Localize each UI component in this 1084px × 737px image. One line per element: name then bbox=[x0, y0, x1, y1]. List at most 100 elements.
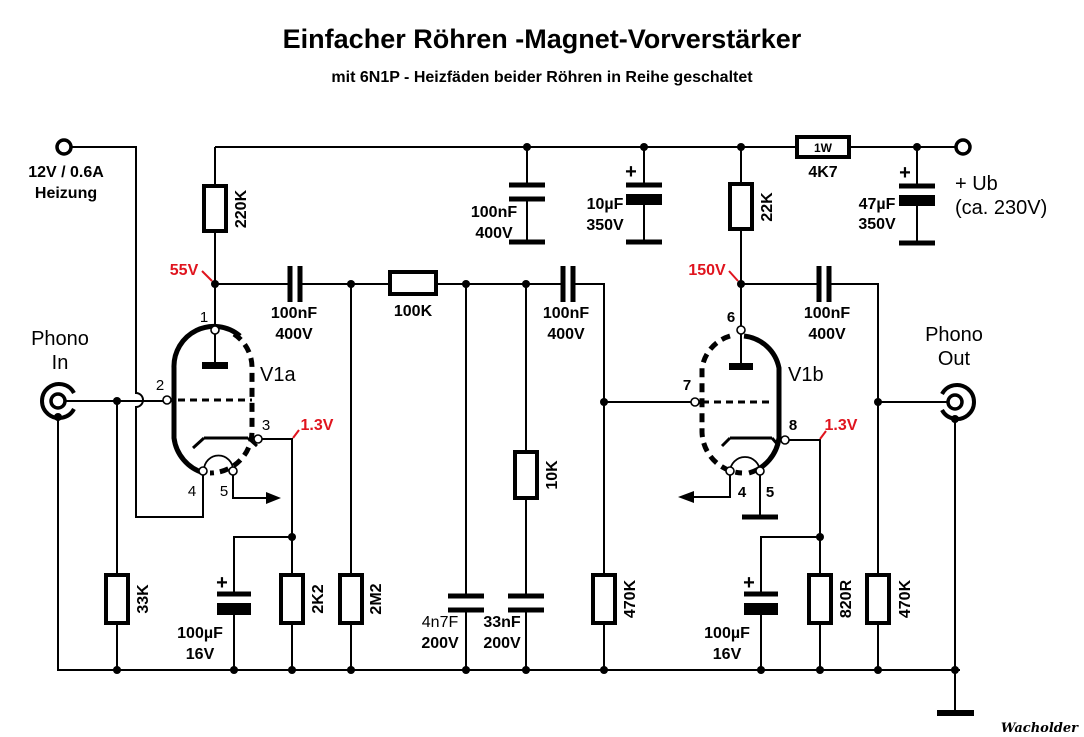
cap-couple3-rating: 400V bbox=[808, 326, 846, 343]
resistor-eq-value: 10K bbox=[544, 460, 561, 490]
cap-eq2-value: 33nF bbox=[483, 614, 521, 631]
heater-arrow-icon bbox=[678, 491, 694, 503]
heater-arrow-icon bbox=[266, 492, 281, 504]
cap-couple3-value: 100nF bbox=[804, 305, 850, 322]
heater-label-line2: Heizung bbox=[35, 185, 97, 202]
polarity-plus: + bbox=[625, 161, 637, 183]
capacitor-eq2 bbox=[508, 593, 544, 613]
resistor-cathode1 bbox=[279, 573, 305, 625]
tube-v1a bbox=[162, 323, 293, 587]
voltage-marker bbox=[292, 429, 300, 439]
pin-label: 5 bbox=[766, 484, 774, 501]
tube-v1a-label: V1a bbox=[260, 364, 296, 386]
capacitor-supply-elko1-plate bbox=[626, 194, 662, 205]
phono-out-jack-icon[interactable] bbox=[940, 383, 976, 421]
pin-label: 1 bbox=[200, 309, 208, 326]
input-label-line1: Phono bbox=[31, 328, 89, 350]
tube-v1b-cathode bbox=[720, 436, 781, 448]
capacitor-supply-elko1 bbox=[626, 182, 662, 245]
cap-supply-film-value: 100nF bbox=[471, 204, 517, 221]
cap-cathode1-rating: 16V bbox=[186, 646, 215, 663]
resistor-anode2-value: 22K bbox=[759, 192, 776, 222]
junction bbox=[462, 666, 470, 674]
resistor-supply-value: 4K7 bbox=[808, 164, 837, 181]
voltage-v1b-anode: 150V bbox=[688, 262, 726, 279]
supply-label-line2: (ca. 230V) bbox=[955, 197, 1047, 219]
cap-supply-elko2-value: 47µF bbox=[859, 196, 896, 213]
cap-cathode2-rating: 16V bbox=[713, 646, 742, 663]
cap-supply-film-rating: 400V bbox=[475, 225, 513, 242]
resistor-grid-leak1 bbox=[338, 573, 364, 625]
input-label-line2: In bbox=[52, 352, 69, 374]
junction bbox=[874, 666, 882, 674]
junction bbox=[230, 666, 238, 674]
capacitor-supply-film bbox=[509, 182, 545, 245]
capacitor-eq1 bbox=[448, 593, 484, 613]
junction bbox=[816, 666, 824, 674]
capacitor-supply-elko2 bbox=[899, 183, 935, 246]
cap-eq2-rating: 200V bbox=[483, 635, 521, 652]
cap-supply-elko2-rating: 350V bbox=[858, 216, 896, 233]
resistor-grid-leak1-value: 2M2 bbox=[368, 583, 385, 614]
wire bbox=[262, 438, 293, 587]
junction bbox=[600, 666, 608, 674]
wire bbox=[232, 474, 278, 499]
capacitor-couple2 bbox=[560, 266, 576, 302]
polarity-plus: + bbox=[216, 572, 228, 594]
output-label-line2: Out bbox=[938, 348, 971, 370]
voltage-v1a-anode: 55V bbox=[170, 262, 199, 279]
cap-couple2-value: 100nF bbox=[543, 305, 589, 322]
pin-label: 5 bbox=[220, 483, 228, 500]
pin-label: 4 bbox=[738, 484, 747, 501]
tube-v1a-anode-plate bbox=[202, 362, 228, 369]
cap-couple2-rating: 400V bbox=[547, 326, 585, 343]
cap-eq1-rating: 200V bbox=[421, 635, 459, 652]
pin-label: 2 bbox=[156, 377, 164, 394]
voltage-marker bbox=[728, 270, 739, 282]
wire bbox=[682, 474, 731, 498]
supply-label-line1: + Ub bbox=[955, 173, 998, 195]
resistor-input bbox=[104, 573, 130, 625]
capacitor-couple1 bbox=[287, 266, 303, 302]
resistor-output-value: 470K bbox=[897, 579, 914, 618]
junction bbox=[113, 666, 121, 674]
title: Einfacher Röhren -Magnet-Vorverstärker bbox=[283, 24, 802, 54]
cap-couple1-value: 100nF bbox=[271, 305, 317, 322]
voltage-v1b-cathode: 1.3V bbox=[825, 417, 858, 434]
capacitor-cathode2-plate bbox=[744, 603, 778, 615]
resistor-series-value: 100K bbox=[394, 303, 433, 320]
resistor-cathode1-value: 2K2 bbox=[310, 584, 327, 613]
polarity-plus: + bbox=[743, 572, 755, 594]
heater-label-line1: 12V / 0.6A bbox=[28, 164, 104, 181]
resistor-anode1 bbox=[202, 184, 228, 233]
signature: Wacholder bbox=[1001, 721, 1079, 736]
resistor-output bbox=[865, 573, 891, 625]
voltage-marker bbox=[201, 270, 213, 282]
resistor-cathode2 bbox=[807, 573, 833, 625]
tube-v1a-filament bbox=[203, 454, 234, 471]
junction bbox=[757, 666, 765, 674]
pin-label: 8 bbox=[789, 417, 797, 434]
cap-eq1-value: 4n7F bbox=[422, 614, 459, 631]
wire bbox=[603, 401, 692, 670]
cap-supply-elko1-value: 10µF bbox=[587, 196, 624, 213]
pin-label: 6 bbox=[727, 309, 735, 326]
resistor-supply-rating: 1W bbox=[814, 141, 833, 155]
subtitle: mit 6N1P - Heizfäden beider Röhren in Re… bbox=[331, 69, 753, 86]
junction bbox=[347, 666, 355, 674]
polarity-plus: + bbox=[899, 162, 911, 184]
tube-v1b-label: V1b bbox=[788, 364, 824, 386]
resistor-input-value: 33K bbox=[135, 584, 152, 614]
tube-v1b bbox=[678, 325, 821, 537]
cap-supply-elko1-rating: 350V bbox=[586, 217, 624, 234]
junction bbox=[288, 666, 296, 674]
junction bbox=[951, 666, 959, 674]
output-label-line1: Phono bbox=[925, 324, 983, 346]
capacitor-couple3 bbox=[816, 266, 832, 302]
resistor-grid2 bbox=[591, 573, 617, 625]
wire bbox=[741, 283, 879, 670]
heater-terminal bbox=[55, 138, 73, 156]
junction bbox=[522, 666, 530, 674]
cap-cathode1-value: 100µF bbox=[177, 625, 223, 642]
